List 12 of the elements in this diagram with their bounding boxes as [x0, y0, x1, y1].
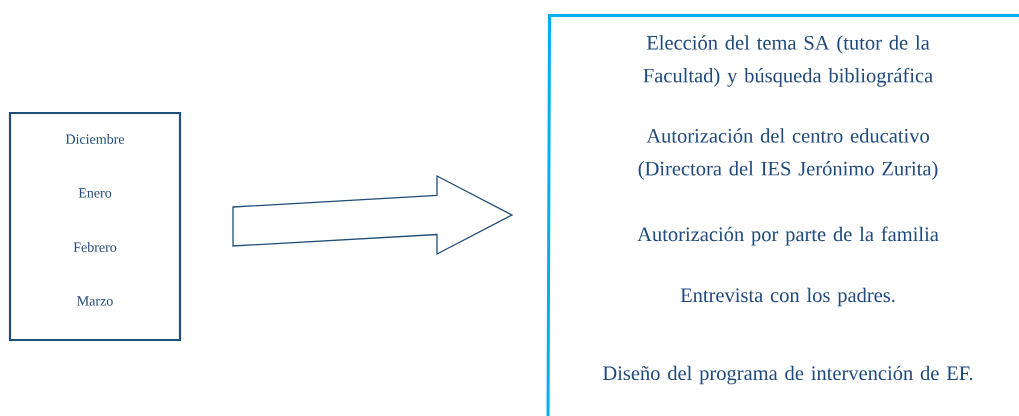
month-text: Febrero: [73, 242, 117, 252]
block-arrow: [232, 174, 514, 256]
step-text: Autorización por parte de la familia: [637, 226, 939, 246]
step-text: Diseño del programa de intervención de EF.: [603, 365, 973, 385]
step-text: Elección del tema SA (tutor de la Facultad) y búsqueda bibliográfica: [643, 35, 933, 87]
month-text: Diciembre: [65, 134, 125, 144]
step-text: Entrevista con los padres.: [680, 287, 895, 307]
month-box: [8, 111, 182, 342]
month-text: Enero: [78, 188, 112, 198]
month-text: Marzo: [77, 296, 113, 306]
steps-panel: [546, 14, 1019, 416]
step-text: Autorización del centro educativo (Directora del IES Jerónimo Zurita): [638, 128, 938, 180]
